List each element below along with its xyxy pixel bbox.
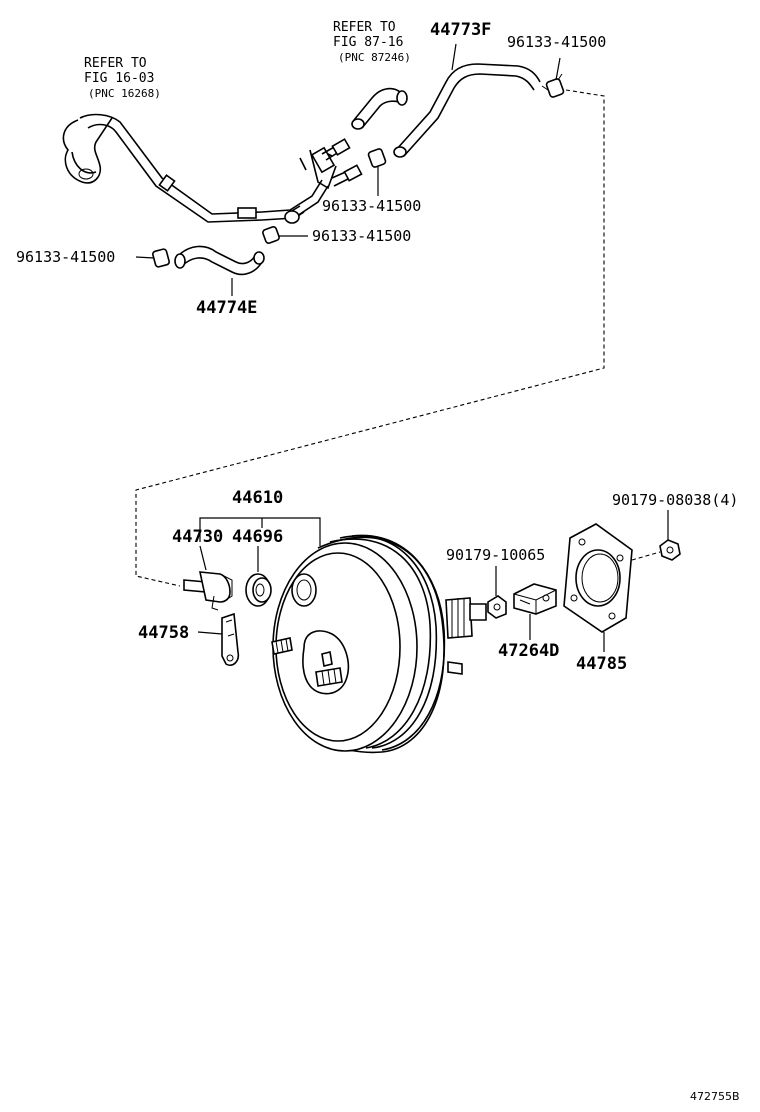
vacuum-hose-upper bbox=[393, 63, 541, 158]
brake-booster-body-icon bbox=[271, 534, 487, 754]
label-44610: 44610 bbox=[232, 488, 283, 508]
reference-fig-16-03: REFER TO FIG 16-03 (PNC 16268) bbox=[84, 56, 161, 100]
vacuum-pipe-assembly bbox=[62, 113, 363, 224]
gasket-icon bbox=[563, 523, 633, 633]
clamp-icon-lower-mid bbox=[262, 226, 280, 244]
clamp-icon-left bbox=[152, 248, 170, 268]
label-44785: 44785 bbox=[576, 654, 627, 674]
label-44774e: 44774E bbox=[196, 298, 257, 318]
reference-left-line2: FIG 16-03 bbox=[84, 71, 154, 86]
label-44696: 44696 bbox=[232, 527, 283, 547]
clamp-icon-top-right bbox=[541, 73, 565, 98]
label-90179-10065: 90179-10065 bbox=[446, 546, 545, 564]
assembly-bracket-line bbox=[199, 517, 321, 546]
label-44730: 44730 bbox=[172, 527, 223, 547]
label-44773f: 44773F bbox=[430, 20, 491, 40]
label-96133-41500-lower-mid: 96133-41500 bbox=[312, 227, 411, 245]
diagram-code: 472755B bbox=[690, 1090, 740, 1103]
reference-fig-87-16: REFER TO FIG 87-16 (PNC 87246) bbox=[333, 20, 411, 64]
label-96133-41500-left: 96133-41500 bbox=[16, 248, 115, 266]
label-96133-41500-mid: 96133-41500 bbox=[322, 197, 421, 215]
label-90179-08038-4: 90179-08038(4) bbox=[612, 491, 738, 509]
reference-left-line3: (PNC 16268) bbox=[88, 87, 161, 100]
nut-icon-gasket bbox=[659, 539, 681, 561]
reference-left-line1: REFER TO bbox=[84, 56, 147, 71]
bracket-icon bbox=[221, 612, 240, 667]
reference-hose-piece bbox=[351, 87, 408, 130]
label-47264d: 47264D bbox=[498, 641, 559, 661]
nut-icon-booster bbox=[487, 595, 507, 619]
grommet-icon bbox=[245, 573, 272, 607]
check-valve-icon bbox=[183, 571, 233, 611]
reference-right-line2: FIG 87-16 bbox=[333, 35, 403, 50]
dashed-connection-line bbox=[135, 89, 605, 587]
reference-right-line1: REFER TO bbox=[333, 20, 396, 35]
vacuum-hose-lower bbox=[174, 245, 265, 276]
clevis-icon bbox=[513, 583, 557, 615]
clamp-icon-mid bbox=[367, 148, 387, 168]
label-44758: 44758 bbox=[138, 623, 189, 643]
reference-right-line3: (PNC 87246) bbox=[338, 51, 411, 64]
label-96133-41500-top-right: 96133-41500 bbox=[507, 33, 606, 51]
